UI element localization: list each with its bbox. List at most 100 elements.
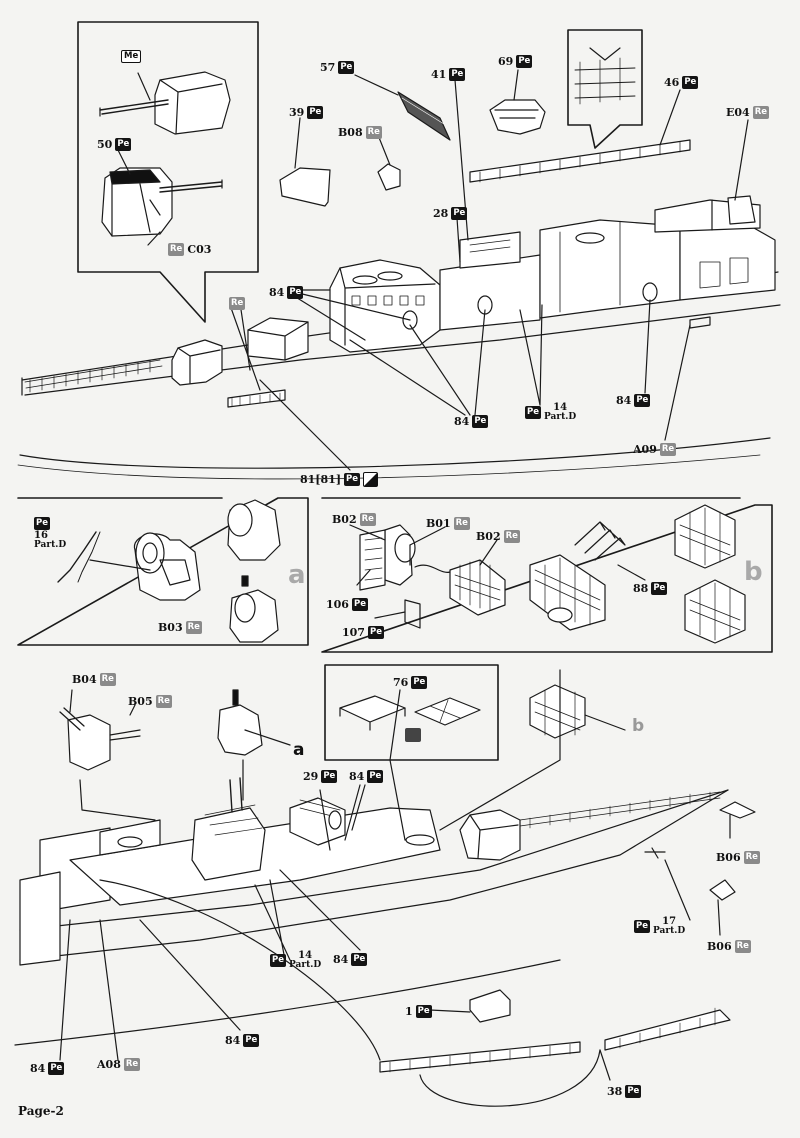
part-number: 107 (342, 625, 365, 639)
resin-tag: Re (453, 517, 470, 530)
photo-etch-tag: Pe (472, 415, 489, 428)
gun-turret-large (101, 167, 223, 237)
part-number: 84 (30, 1061, 46, 1075)
photo-etch-tag: Pe (321, 770, 338, 783)
part-number: B04 (72, 672, 97, 686)
photo-etch-tag: Pe (344, 473, 361, 486)
page-number: Page-2 (18, 1104, 64, 1118)
part-number: 84 (454, 414, 470, 428)
resin-tag: Re (229, 297, 246, 310)
flip-part-icon (405, 728, 421, 742)
part-number: B06 (707, 939, 732, 953)
part-number: A09 (633, 442, 657, 456)
photo-etch-tag: Pe (351, 953, 368, 966)
part-number: 39 (289, 105, 305, 119)
resin-tag: Re (185, 621, 202, 634)
photo-etch-tag: Pe (115, 138, 132, 151)
callout-letter-a: a (288, 560, 306, 590)
callout-letter-b-small: b (632, 716, 645, 736)
part-number: 28 (433, 206, 449, 220)
photo-etch-tag: Pe (243, 1034, 260, 1047)
part-number: A08 (97, 1057, 121, 1071)
part-number: 14 (553, 402, 568, 413)
photo-etch-tag: Pe (411, 676, 428, 689)
photo-etch-tag: Pe (634, 920, 650, 933)
photo-etch-tag: Pe (307, 106, 324, 119)
callout-letter-a-small: a (293, 740, 305, 760)
resin-tag: Re (123, 1058, 141, 1071)
part-number: 38 (607, 1084, 623, 1098)
part-number: 69 (498, 54, 514, 68)
photo-etch-tag: Pe (48, 1062, 65, 1075)
photo-etch-tag: Pe (516, 55, 533, 68)
part-number: 50 (97, 137, 113, 151)
photo-etch-tag: Pe (270, 954, 286, 967)
photo-etch-tag: Pe (351, 598, 368, 611)
resin-tag: Re (99, 673, 116, 686)
part-number: 84 (225, 1033, 241, 1047)
metal-part-tag: Me (121, 50, 142, 63)
part-number: B05 (128, 694, 153, 708)
part-number: 57 (320, 60, 336, 74)
gun-detail-inset (77, 21, 259, 323)
part-number: 46 (664, 75, 680, 89)
part-number: 88 (633, 581, 649, 595)
photo-etch-tag: Pe (287, 286, 304, 299)
part-number: B01 (426, 516, 451, 530)
sheet-ref: Part.D (289, 960, 322, 970)
part-number: C03 (187, 242, 212, 256)
photo-etch-tag: Pe (682, 76, 699, 89)
part-number: 84 (269, 285, 285, 299)
part-number: 1 (405, 1004, 413, 1018)
photo-etch-tag: Pe (34, 517, 50, 530)
part-number: 14 (298, 950, 313, 961)
resin-tag: Re (155, 695, 172, 708)
part-number: 76 (393, 675, 409, 689)
photo-etch-tag: Pe (525, 406, 541, 419)
resin-tag: Re (734, 940, 751, 953)
part-number: E04 (726, 105, 750, 119)
resin-tag: Re (752, 106, 770, 119)
part-number: 16 (34, 529, 48, 541)
resin-tag: Re (168, 243, 185, 256)
photo-etch-tag: Pe (338, 61, 355, 74)
sheet-ref: Part.D (544, 412, 577, 422)
photo-etch-tag: Pe (634, 394, 651, 407)
gun-turret-small (99, 71, 231, 135)
sheet-ref: Part.D (34, 539, 67, 550)
paint-color-icon (363, 472, 379, 487)
resin-tag: Re (503, 530, 520, 543)
part-number: 17 (662, 916, 677, 927)
part-label-re-bow: Re (229, 297, 246, 310)
part-number: B06 (716, 850, 741, 864)
part-number: B02 (332, 512, 357, 526)
ship-upper-hull (17, 29, 781, 480)
photo-etch-tag: Pe (651, 582, 668, 595)
subassembly-a-panel (17, 497, 309, 646)
part-number: B02 (476, 529, 501, 543)
